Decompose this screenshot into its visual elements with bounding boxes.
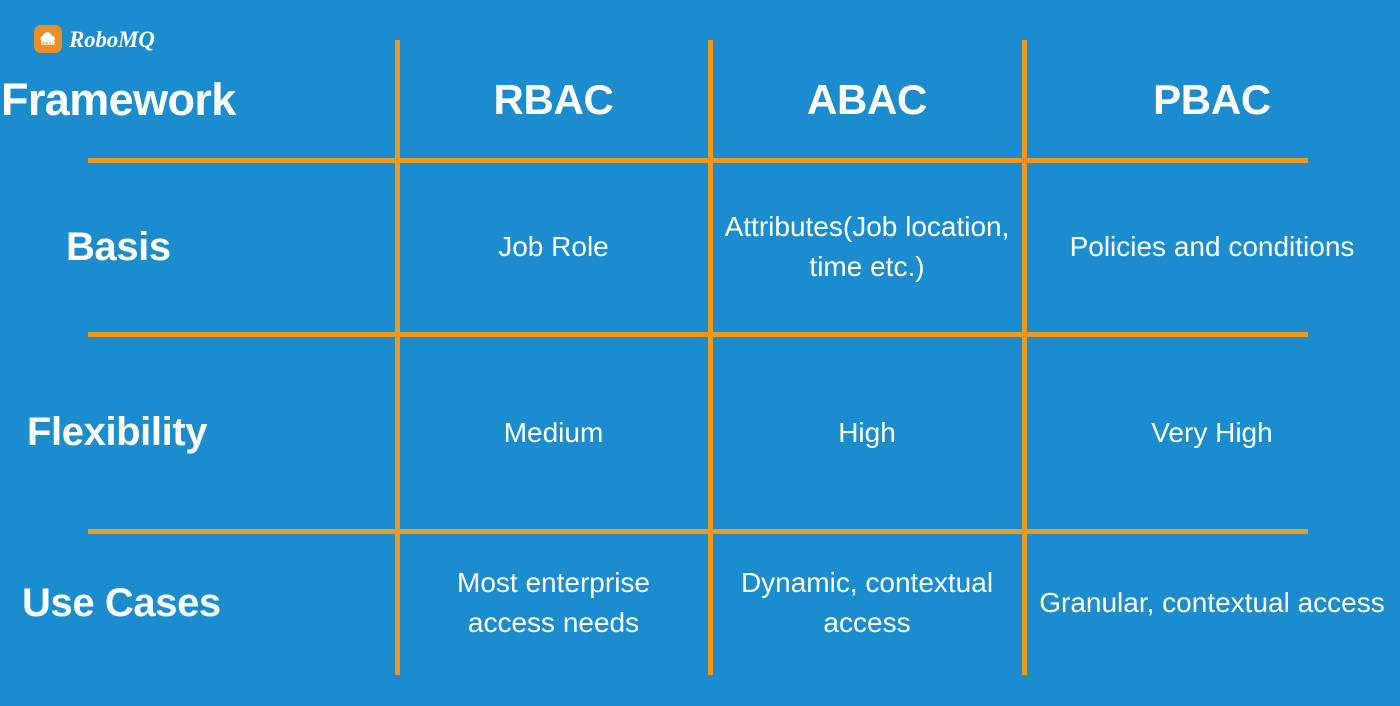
table-corner-title: Framework (1, 74, 236, 125)
cell-basis-abac: Attributes(Job location, time etc.) (724, 211, 1010, 282)
cell-flexibility-pbac: Very High (1151, 416, 1273, 448)
column-header-pbac: PBAC (1153, 76, 1271, 123)
row-label-basis: Basis (66, 224, 171, 269)
cell-flexibility-abac: High (838, 416, 896, 448)
column-divider-rule-1 (395, 40, 400, 675)
row-label-flexibility: Flexibility (27, 410, 208, 454)
cloud-robot-icon (34, 25, 62, 53)
column-header-rbac: RBAC (493, 76, 614, 123)
row-divider-rule-2 (88, 529, 1308, 534)
brand-logo: RoboMQ (34, 24, 155, 54)
column-divider-rule-3 (1022, 40, 1027, 675)
row-label-use-cases: Use Cases (22, 580, 221, 625)
column-header-abac: ABAC (806, 76, 928, 123)
cell-use-cases-abac: Dynamic, contextual access (740, 567, 994, 638)
cell-basis-rbac: Job Role (498, 231, 609, 263)
brand-name: RoboMQ (69, 26, 155, 52)
header-divider-rule (88, 158, 1308, 163)
comparison-table: Framework RBAC ABAC PBAC Basis Job Role … (0, 40, 1400, 675)
row-divider-rule-1 (88, 332, 1308, 337)
cell-flexibility-rbac: Medium (503, 416, 604, 448)
cell-basis-pbac: Policies and conditions (1069, 231, 1355, 263)
cell-use-cases-rbac: Most enterprise access needs (457, 567, 650, 638)
cell-use-cases-pbac: Granular, contextual access (1039, 587, 1385, 619)
column-divider-rule-2 (708, 40, 713, 675)
